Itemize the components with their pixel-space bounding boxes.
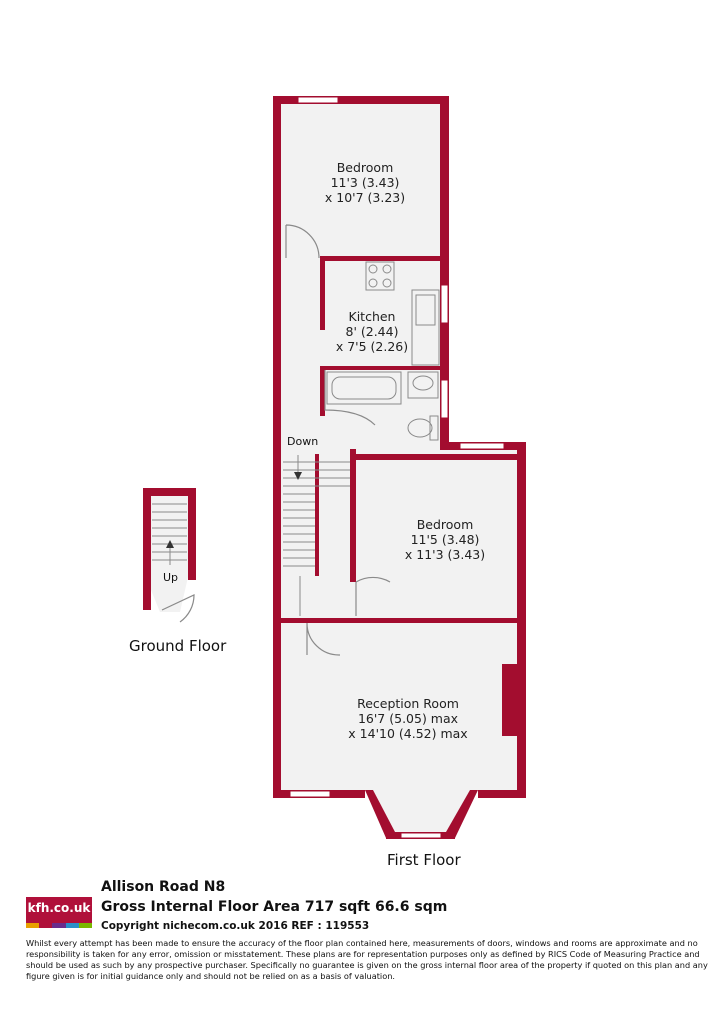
- copyright: Copyright nichecom.co.uk 2016 REF : 1195…: [101, 920, 370, 932]
- bedroom-1-dim2: x 10'7 (3.23): [324, 190, 406, 205]
- bedroom-1-dim1: 11'3 (3.43): [330, 175, 400, 190]
- stairs-up-label: Up: [163, 571, 179, 584]
- bedroom-2-dim2: x 11'3 (3.43): [404, 547, 486, 562]
- logo-color-bar: [26, 923, 93, 928]
- logo-bar-segment: [52, 923, 66, 928]
- stairs-down-label: Down: [287, 435, 319, 448]
- bedroom-2-name: Bedroom: [416, 517, 474, 532]
- stairs-up: [152, 503, 187, 565]
- logo-bar-segment: [65, 923, 79, 928]
- logo-bar-segment: [78, 923, 93, 928]
- windows: [289, 96, 505, 839]
- reception-room-name: Reception Room: [357, 696, 459, 711]
- logo-bar-segment: [26, 923, 40, 928]
- bedroom-2-dim1: 11'5 (3.48): [410, 532, 480, 547]
- floor-area: Gross Internal Floor Area 717 sqft 66.6 …: [101, 899, 448, 915]
- logo-bar-segment: [39, 923, 53, 928]
- doors: [161, 224, 391, 656]
- logo-box: [26, 897, 92, 923]
- property-address: Allison Road N8: [101, 879, 226, 895]
- bedroom-1-label: Bedroom 11'3 (3.43) x 10'7 (3.23): [315, 160, 415, 205]
- reception-room-dim2: x 14'10 (4.52) max: [348, 726, 468, 741]
- kitchen-dim2: x 7'5 (2.26): [335, 339, 409, 354]
- kfh-logo: kfh.co.uk: [26, 897, 93, 929]
- first-floor-caption: First Floor: [387, 851, 461, 869]
- bedroom-2-label: Bedroom 11'5 (3.48) x 11'3 (3.43): [385, 517, 505, 562]
- disclaimer: Whilst every attempt has been made to en…: [26, 938, 708, 981]
- reception-room-dim1: 16'7 (5.05) max: [357, 711, 459, 726]
- ground-floor-caption: Ground Floor: [129, 637, 227, 655]
- bathroom-fixtures: [326, 371, 439, 441]
- kitchen-fixtures: [365, 261, 440, 366]
- bedroom-1-name: Bedroom: [336, 160, 394, 175]
- kitchen-label: Kitchen 8' (2.44) x 7'5 (2.26): [322, 309, 422, 354]
- stairs-down: [283, 455, 350, 616]
- kitchen-dim1: 8' (2.44): [345, 324, 399, 339]
- reception-room-label: Reception Room 16'7 (5.05) max x 14'10 (…: [333, 696, 483, 741]
- logo-text: kfh.co.uk: [27, 901, 91, 915]
- kitchen-name: Kitchen: [348, 309, 396, 324]
